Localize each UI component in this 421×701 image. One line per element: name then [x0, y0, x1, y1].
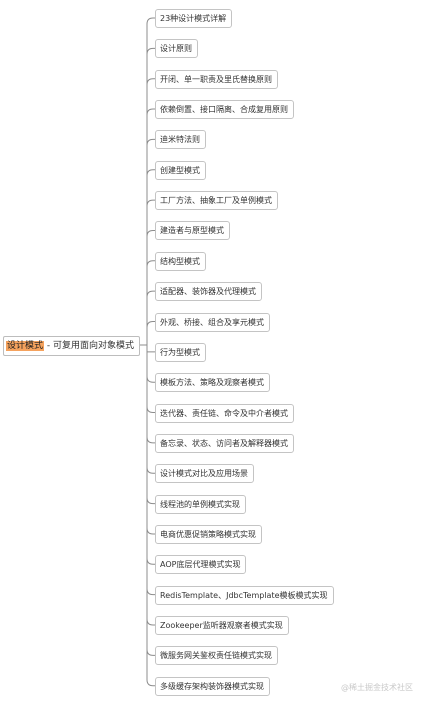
child-node[interactable]: 电商优惠促销策略模式实现	[155, 524, 262, 544]
child-node[interactable]: 迭代器、责任链、命令及中介者模式	[155, 403, 294, 423]
child-node[interactable]: 工厂方法、抽象工厂及单例模式	[155, 191, 278, 211]
child-node[interactable]: 23种设计模式详解	[155, 9, 233, 28]
branch-connector	[146, 78, 155, 345]
branch-connector	[146, 229, 155, 345]
branch-connector	[146, 345, 155, 505]
root-label-rest: - 可复用面向对象模式	[44, 341, 134, 351]
child-node[interactable]: 多级缓存架构装饰器模式实现	[155, 676, 270, 696]
branch-connector	[146, 260, 155, 345]
branch-connector	[146, 47, 155, 345]
child-node[interactable]: Zookeeper监听器观察者模式实现	[155, 616, 289, 635]
branch-connector	[146, 345, 155, 535]
child-node[interactable]: 备忘录、状态、访问者及解释器模式	[155, 433, 294, 453]
child-node[interactable]: 创建型模式	[155, 160, 206, 180]
branch-connector	[146, 345, 155, 444]
root-highlight: 设计模式	[6, 341, 45, 351]
branch-connector	[146, 345, 155, 626]
branch-connector	[146, 169, 155, 345]
child-node[interactable]: 依赖倒置、接口隔离、合成复用原则	[155, 100, 294, 120]
branch-connector	[146, 108, 155, 345]
child-node[interactable]: 结构型模式	[155, 251, 206, 271]
branch-connector	[146, 345, 155, 353]
watermark: @稀土掘金技术社区	[341, 683, 413, 692]
child-node[interactable]: AOP底层代理模式实现	[155, 555, 247, 575]
branch-connector	[146, 290, 155, 345]
branch-connector	[146, 321, 155, 345]
child-node[interactable]: 迪米特法则	[155, 130, 206, 150]
child-node[interactable]: 模板方法、策略及观察者模式	[155, 373, 270, 393]
child-node[interactable]: 开闭、单一职责及里氏替换原则	[155, 69, 278, 89]
child-node[interactable]: 设计原则	[155, 39, 198, 59]
branch-connector	[146, 345, 155, 474]
branch-connector	[146, 17, 155, 345]
child-node[interactable]: 适配器、装饰器及代理模式	[155, 282, 262, 302]
branch-connector	[146, 345, 155, 687]
child-node[interactable]: 线程池的单例模式实现	[155, 494, 246, 514]
branch-connector	[146, 345, 155, 414]
child-node[interactable]: 微服务网关鉴权责任链模式实现	[155, 646, 278, 666]
child-node[interactable]: RedisTemplate、JdbcTemplate模板模式实现	[155, 585, 334, 605]
child-node[interactable]: 建造者与原型模式	[155, 221, 230, 241]
branch-connector	[146, 345, 155, 656]
branch-connector	[146, 138, 155, 345]
child-node[interactable]: 外观、桥接、组合及享元模式	[155, 312, 270, 332]
root-node[interactable]: 设计模式 - 可复用面向对象模式	[3, 336, 140, 356]
child-node[interactable]: 设计模式对比及应用场景	[155, 464, 254, 484]
branch-connector	[146, 345, 155, 383]
branch-connector	[146, 199, 155, 345]
child-node[interactable]: 行为型模式	[155, 342, 206, 362]
